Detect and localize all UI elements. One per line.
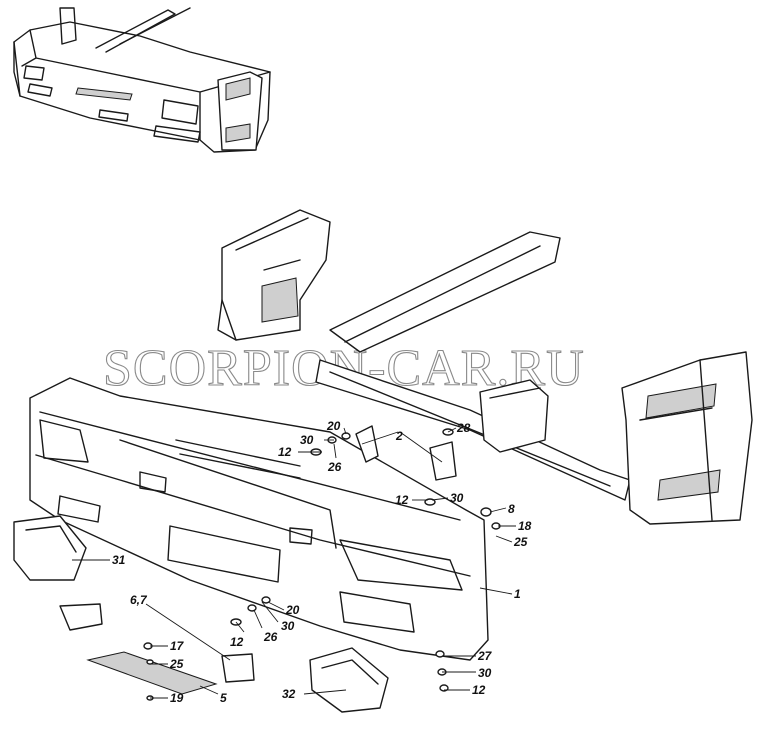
callout-26-upper: 26 bbox=[327, 460, 342, 474]
right-step-assembly bbox=[621, 351, 753, 525]
callout-26-lower: 26 bbox=[263, 630, 278, 644]
callout-12-lower-right: 12 bbox=[472, 683, 486, 697]
left-fog-lamp-part-31 bbox=[13, 515, 87, 581]
callout-5: 5 bbox=[220, 691, 227, 705]
callout-18: 18 bbox=[518, 519, 532, 533]
callout-30-lower-left: 30 bbox=[281, 619, 295, 633]
front-bumper-part-1 bbox=[29, 377, 489, 661]
leader-lines bbox=[72, 427, 516, 699]
callout-17: 17 bbox=[170, 639, 185, 653]
callout-20-lower: 20 bbox=[285, 603, 300, 617]
left-step-bracket bbox=[217, 209, 331, 341]
callout-1: 1 bbox=[514, 587, 521, 601]
callout-25-right: 25 bbox=[513, 535, 528, 549]
frame-crossmember bbox=[315, 231, 631, 501]
callout-12-upper-center: 12 bbox=[395, 493, 409, 507]
callout-31: 31 bbox=[112, 553, 126, 567]
trim-plate-part-6-7 bbox=[59, 603, 255, 683]
callout-20-upper: 20 bbox=[326, 419, 341, 433]
callout-27: 27 bbox=[477, 649, 493, 663]
callout-2: 2 bbox=[395, 429, 403, 443]
callout-30-upper-left: 30 bbox=[300, 433, 314, 447]
callout-12-lower-left: 12 bbox=[230, 635, 244, 649]
overview-assembly-drawing bbox=[13, 7, 271, 153]
grille-mesh-part-5 bbox=[86, 651, 218, 695]
callout-30-lower-right: 30 bbox=[478, 666, 492, 680]
callout-30-upper-center: 30 bbox=[450, 491, 464, 505]
callout-28: 28 bbox=[456, 421, 471, 435]
callout-12-upper-left: 12 bbox=[278, 445, 292, 459]
callout-19: 19 bbox=[170, 691, 184, 705]
callout-8: 8 bbox=[508, 502, 515, 516]
right-fog-lamp-part-32 bbox=[309, 647, 389, 713]
bracket-part-2 bbox=[355, 425, 457, 481]
callout-32: 32 bbox=[282, 687, 296, 701]
callout-labels: 1 2 5 6,7 8 12 12 12 12 17 18 19 20 20 2… bbox=[112, 419, 532, 705]
callout-6-7: 6,7 bbox=[130, 593, 148, 607]
callout-25-left: 25 bbox=[169, 657, 184, 671]
